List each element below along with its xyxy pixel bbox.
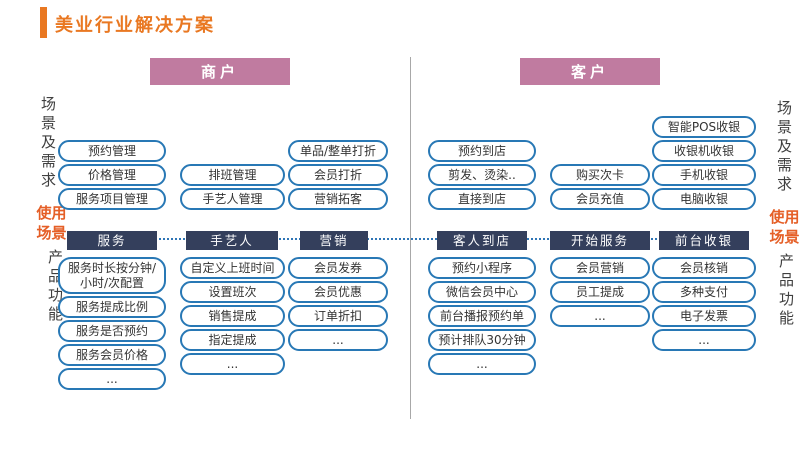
column-service: 预约管理 价格管理 服务项目管理 服务 服务时长按分钟/小时/次配置 服务提成比… (58, 0, 166, 452)
left-label-scene-needs: 场景及需求 (40, 95, 56, 189)
feature-box-more: ... (180, 353, 285, 375)
scene-box: 购买次卡 (550, 164, 650, 186)
feature-box: 会员发券 (288, 257, 388, 279)
right-label-product-features: 产品功能 (778, 252, 794, 327)
feature-box: 销售提成 (180, 305, 285, 327)
stage-banner-service-start: 开始服务 (550, 231, 650, 250)
feature-box: 服务会员价格 (58, 344, 166, 366)
scene-box: 会员充值 (550, 188, 650, 210)
feature-box: 前台播报预约单 (428, 305, 536, 327)
feature-box-more: ... (652, 329, 756, 351)
feature-box: 电子发票 (652, 305, 756, 327)
feature-box: 预计排队30分钟 (428, 329, 536, 351)
column-arrival: 预约到店 剪发、烫染.. 直接到店 客人到店 预约小程序 微信会员中心 前台播报… (428, 0, 536, 452)
column-stylist: 排班管理 手艺人管理 手艺人 自定义上班时间 设置班次 销售提成 指定提成 ..… (180, 0, 285, 452)
feature-box: 会员营销 (550, 257, 650, 279)
feature-box: 服务提成比例 (58, 296, 166, 318)
right-label-scene-needs: 场景及需求 (776, 99, 792, 193)
header-merchant: 商户 (150, 58, 290, 85)
feature-box: 会员优惠 (288, 281, 388, 303)
feature-box-more: ... (58, 368, 166, 390)
right-label-usage-scene: 使用场景 (769, 208, 800, 246)
feature-box: 服务是否预约 (58, 320, 166, 342)
process-connector-line (108, 238, 704, 240)
scene-boxes: 购买次卡 会员充值 (550, 164, 650, 210)
scene-box: 价格管理 (58, 164, 166, 186)
feature-box-more: ... (288, 329, 388, 351)
title-accent-bar (40, 7, 47, 38)
feature-box: 员工提成 (550, 281, 650, 303)
scene-box: 预约管理 (58, 140, 166, 162)
feature-box-more: ... (550, 305, 650, 327)
feature-boxes: 预约小程序 微信会员中心 前台播报预约单 预计排队30分钟 ... (428, 257, 536, 375)
feature-box: 微信会员中心 (428, 281, 536, 303)
page-title: 美业行业解决方案 (55, 15, 215, 36)
feature-boxes: 会员发券 会员优惠 订单折扣 ... (288, 257, 388, 351)
scene-box: 服务项目管理 (58, 188, 166, 210)
feature-box-more: ... (428, 353, 536, 375)
feature-box: 订单折扣 (288, 305, 388, 327)
scene-boxes: 预约管理 价格管理 服务项目管理 (58, 140, 166, 210)
scene-box: 排班管理 (180, 164, 285, 186)
feature-box: 会员核销 (652, 257, 756, 279)
feature-box: 多种支付 (652, 281, 756, 303)
feature-boxes: 自定义上班时间 设置班次 销售提成 指定提成 ... (180, 257, 285, 375)
left-label-usage-scene: 使用场景 (36, 204, 67, 242)
scene-boxes: 排班管理 手艺人管理 (180, 164, 285, 210)
column-service-start: 购买次卡 会员充值 开始服务 会员营销 员工提成 ... (550, 0, 650, 452)
scene-box: 预约到店 (428, 140, 536, 162)
stage-banner-marketing: 营销 (300, 231, 368, 250)
feature-box: 预约小程序 (428, 257, 536, 279)
scene-boxes: 单品/整单打折 会员打折 营销拓客 (288, 140, 388, 210)
feature-boxes: 服务时长按分钟/小时/次配置 服务提成比例 服务是否预约 服务会员价格 ... (58, 257, 166, 390)
scene-box: 智能POS收银 (652, 116, 756, 138)
scene-box: 直接到店 (428, 188, 536, 210)
header-customer: 客户 (520, 58, 660, 85)
feature-box: 自定义上班时间 (180, 257, 285, 279)
stage-banner-arrival: 客人到店 (437, 231, 527, 250)
scene-box: 电脑收银 (652, 188, 756, 210)
column-marketing: 单品/整单打折 会员打折 营销拓客 营销 会员发券 会员优惠 订单折扣 ... (288, 0, 388, 452)
scene-boxes: 预约到店 剪发、烫染.. 直接到店 (428, 140, 536, 210)
feature-box: 服务时长按分钟/小时/次配置 (58, 257, 166, 294)
column-checkout: 智能POS收银 收银机收银 手机收银 电脑收银 前台收银 会员核销 多种支付 电… (652, 0, 756, 452)
stage-banner-service: 服务 (67, 231, 157, 250)
feature-boxes: 会员核销 多种支付 电子发票 ... (652, 257, 756, 351)
scene-box: 手艺人管理 (180, 188, 285, 210)
scene-box: 会员打折 (288, 164, 388, 186)
scene-box: 剪发、烫染.. (428, 164, 536, 186)
feature-box: 指定提成 (180, 329, 285, 351)
scene-box: 手机收银 (652, 164, 756, 186)
scene-box: 收银机收银 (652, 140, 756, 162)
scene-box: 营销拓客 (288, 188, 388, 210)
scene-boxes: 智能POS收银 收银机收银 手机收银 电脑收银 (652, 116, 756, 210)
scene-box: 单品/整单打折 (288, 140, 388, 162)
stage-banner-checkout: 前台收银 (659, 231, 749, 250)
feature-boxes: 会员营销 员工提成 ... (550, 257, 650, 327)
stage-banner-stylist: 手艺人 (186, 231, 278, 250)
feature-box: 设置班次 (180, 281, 285, 303)
